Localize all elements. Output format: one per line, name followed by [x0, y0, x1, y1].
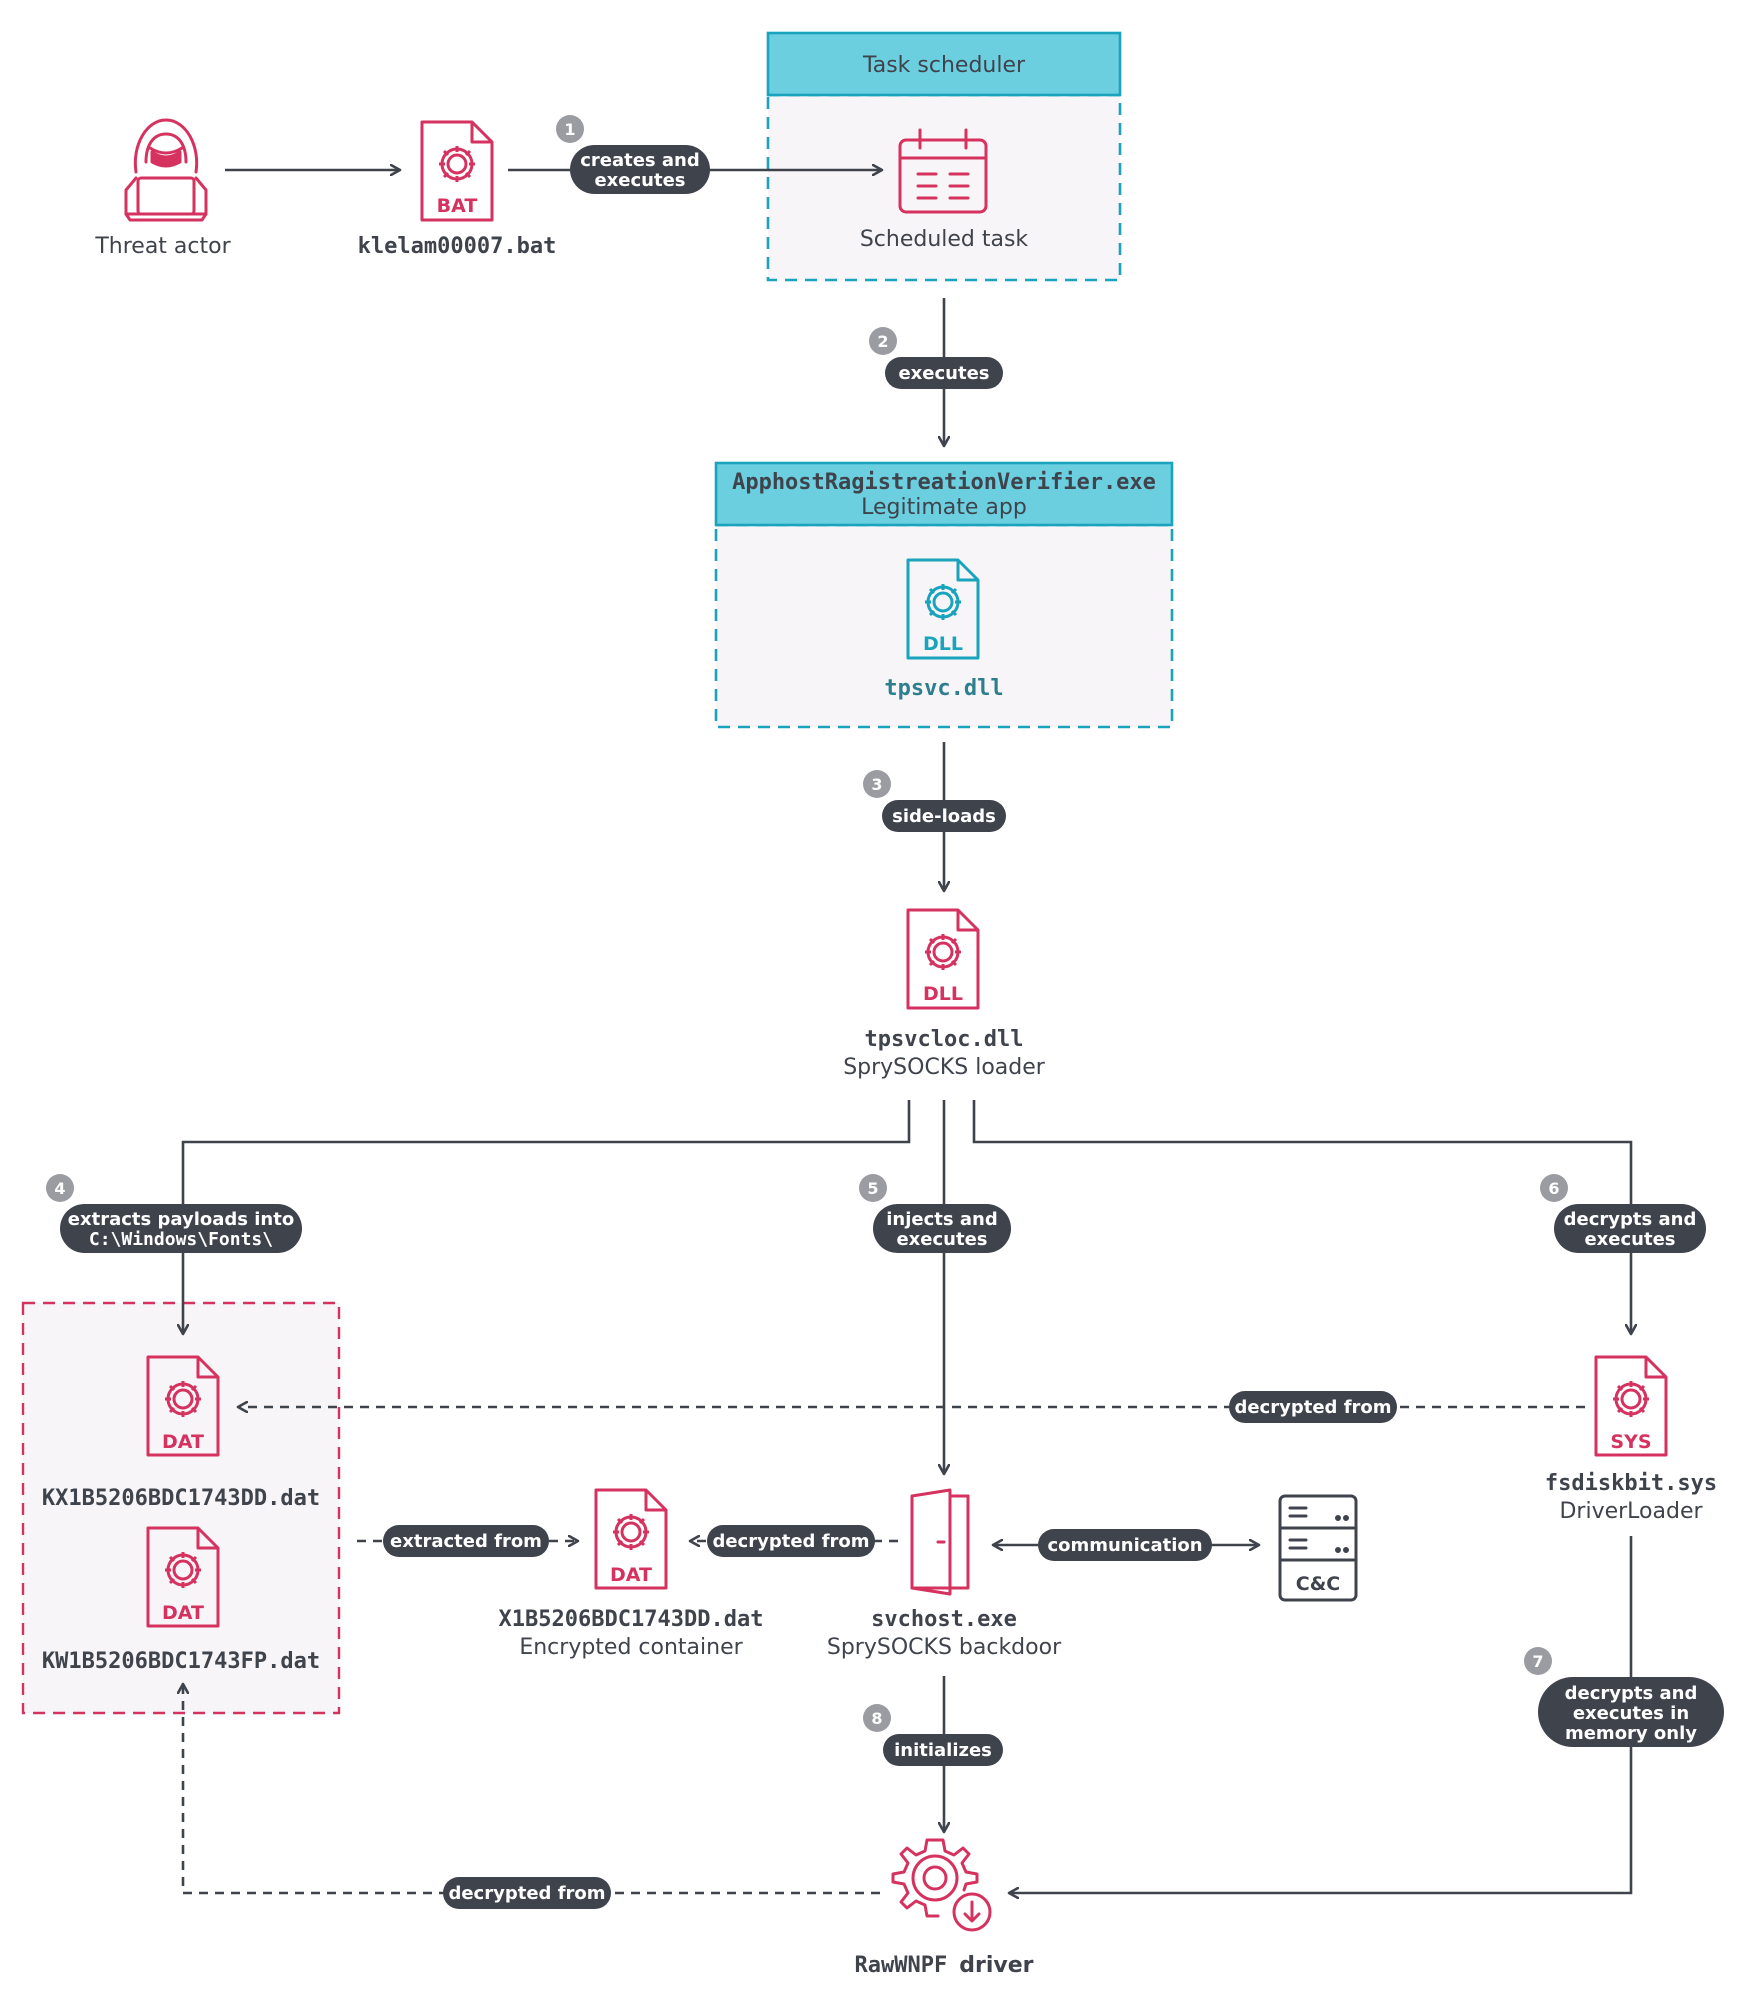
tpsvc-dll-label: tpsvc.dll	[884, 676, 1003, 701]
edge-decrypts-executes-pill: decrypts and executes	[1554, 1204, 1706, 1253]
svg-text:extracted from: extracted from	[390, 1531, 542, 1552]
sys-file-icon	[1594, 1355, 1668, 1457]
edge-side-loads-pill: side-loads	[882, 800, 1006, 832]
loader-dll-badge: DLL	[923, 983, 963, 1005]
sys-title: DriverLoader	[1559, 1499, 1703, 1524]
fonts-folder-box	[21, 1301, 341, 1715]
container-filename: X1B5206BDC1743DD.dat	[499, 1607, 764, 1632]
dll-file-icon	[906, 558, 980, 660]
step-3-badge: 3	[863, 770, 891, 798]
edge-decrypted-from-sys-pill: decrypted from	[1229, 1391, 1397, 1423]
svg-text:decrypted from: decrypted from	[448, 1883, 605, 1904]
step-4-badge: 4	[46, 1174, 74, 1202]
legit-app-box: ApphostRagistreationVerifier.exe Legitim…	[714, 461, 1174, 729]
gear-download-icon	[891, 1838, 992, 1932]
kx-dat-label: KX1B5206BDC1743DD.dat	[42, 1486, 320, 1511]
svg-text:memory only: memory only	[1565, 1723, 1697, 1744]
svg-text:executes: executes	[594, 170, 685, 191]
edge-decrypted-from-driver-pill: decrypted from	[443, 1877, 611, 1909]
container-dat-icon	[594, 1488, 668, 1590]
edge-extracted-from-pill: extracted from	[383, 1525, 549, 1557]
svg-text:C:\Windows\Fonts\: C:\Windows\Fonts\	[89, 1229, 273, 1250]
svg-text:7: 7	[1532, 1652, 1543, 1671]
svg-text:decrypts and: decrypts and	[1565, 1683, 1698, 1704]
hacker-icon	[124, 118, 208, 222]
step-6-badge: 6	[1540, 1174, 1568, 1202]
svg-text:2: 2	[877, 332, 888, 351]
svg-text:creates and: creates and	[580, 150, 700, 171]
step-5-badge: 5	[859, 1174, 887, 1202]
threat-actor-label: Threat actor	[94, 234, 231, 259]
svg-text:6: 6	[1548, 1179, 1559, 1198]
kw-dat-badge: DAT	[162, 1602, 204, 1624]
server-icon	[1278, 1494, 1358, 1602]
sys-badge: SYS	[1610, 1431, 1651, 1453]
edge-injects-executes-pill: injects and executes	[873, 1204, 1011, 1253]
scheduled-task-label: Scheduled task	[860, 227, 1029, 252]
tpsvc-dll-badge: DLL	[923, 633, 963, 655]
task-scheduler-box: Task scheduler	[766, 31, 1122, 282]
edge-extracts-payloads-pill: extracts payloads into C:\Windows\Fonts\	[60, 1204, 302, 1253]
bat-badge: BAT	[437, 195, 478, 217]
edge-executes-pill: executes	[885, 357, 1003, 389]
step-7-badge: 7	[1524, 1647, 1552, 1675]
svg-text:extracts payloads into: extracts payloads into	[68, 1209, 294, 1230]
container-dat-badge: DAT	[610, 1564, 652, 1586]
container-title: Encrypted container	[519, 1635, 743, 1660]
svg-text:4: 4	[54, 1179, 65, 1198]
svg-text:communication: communication	[1047, 1535, 1202, 1556]
cnc-badge: C&C	[1296, 1573, 1340, 1595]
loader-dll-icon	[906, 908, 980, 1010]
legit-app-header: Legitimate app	[861, 495, 1027, 520]
svg-text:side-loads: side-loads	[892, 806, 996, 827]
edge-decrypted-from-svchost-pill: decrypted from	[707, 1525, 875, 1557]
step-1-badge: 1	[556, 115, 584, 143]
door-icon	[910, 1488, 970, 1596]
svg-text:executes: executes	[896, 1229, 987, 1250]
task-scheduler-header: Task scheduler	[862, 53, 1026, 78]
loader-title: SprySOCKS loader	[843, 1055, 1046, 1080]
edge-communication-pill: communication	[1038, 1529, 1212, 1561]
backdoor-filename: svchost.exe	[871, 1607, 1017, 1632]
svg-text:executes in: executes in	[1573, 1703, 1689, 1724]
svg-text:8: 8	[871, 1709, 882, 1728]
edge-initializes-pill: initializes	[883, 1734, 1003, 1766]
svg-text:decrypted from: decrypted from	[712, 1531, 869, 1552]
edge-creates-executes-pill: creates and executes	[570, 145, 710, 194]
backdoor-title: SprySOCKS backdoor	[827, 1635, 1062, 1660]
kx-dat-badge: DAT	[162, 1431, 204, 1453]
bat-file-label: klelam00007.bat	[358, 234, 557, 259]
kx-dat-icon	[146, 1355, 220, 1457]
step-8-badge: 8	[863, 1704, 891, 1732]
bat-file-icon	[420, 120, 494, 222]
loader-filename: tpsvcloc.dll	[865, 1027, 1024, 1052]
calendar-icon	[898, 128, 988, 214]
edge-memory-only-pill: decrypts and executes in memory only	[1538, 1677, 1724, 1747]
svg-text:decrypts and: decrypts and	[1564, 1209, 1697, 1230]
svg-text:executes: executes	[1584, 1229, 1675, 1250]
svg-text:decrypted from: decrypted from	[1234, 1397, 1391, 1418]
sys-filename: fsdiskbit.sys	[1545, 1471, 1717, 1496]
svg-text:injects and: injects and	[886, 1209, 997, 1230]
svg-text:3: 3	[871, 775, 882, 794]
svg-text:5: 5	[867, 1179, 878, 1198]
kw-dat-icon	[146, 1526, 220, 1628]
step-2-badge: 2	[869, 327, 897, 355]
svg-text:executes: executes	[898, 363, 989, 384]
svg-text:initializes: initializes	[894, 1740, 992, 1761]
kw-dat-label: KW1B5206BDC1743FP.dat	[42, 1649, 320, 1674]
svg-text:1: 1	[564, 120, 575, 139]
legit-app-exe-name: ApphostRagistreationVerifier.exe	[732, 470, 1156, 495]
